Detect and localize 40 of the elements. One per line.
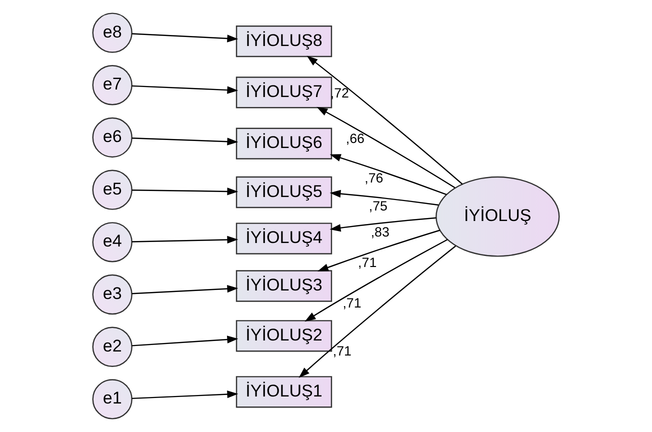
arrow [317, 230, 440, 272]
arrow [132, 336, 238, 346]
edge-label: ,75 [368, 198, 388, 214]
arrow [132, 138, 238, 146]
node-circle: e2 [92, 326, 132, 367]
node-circle: e6 [92, 117, 132, 158]
node-ellipse: İYİOLUŞ [436, 176, 560, 257]
edge-label: ,71 [358, 255, 377, 270]
node-circle: e8 [92, 12, 132, 53]
node-box: İYİOLUŞ4 [236, 222, 332, 254]
node-box: İYİOLUŞ7 [236, 76, 332, 108]
edge-label: ,83 [370, 224, 390, 240]
node-box: İYİOLUŞ8 [236, 25, 332, 58]
edge-label: ,76 [364, 170, 384, 186]
arrow [132, 284, 238, 294]
arrow [306, 56, 463, 185]
node-circle: e3 [92, 274, 132, 315]
arrow [132, 85, 238, 94]
node-circle: e7 [92, 65, 132, 106]
node-box: İYİOLUŞ1 [236, 376, 332, 408]
arrow [330, 154, 447, 196]
edge-label: ,66 [346, 130, 364, 146]
arrow [132, 188, 238, 196]
node-circle: e4 [92, 222, 132, 262]
arrow [132, 236, 238, 244]
node-box: İYİOLUŞ6 [236, 128, 332, 160]
node-box: İYİOLUŞ5 [236, 176, 332, 208]
node-box: İYİOLUŞ3 [236, 270, 332, 302]
arrow [132, 33, 238, 42]
arrow [330, 217, 436, 232]
edge-label: ,71 [332, 344, 352, 359]
edge-label: ,71 [342, 295, 362, 310]
arrow [298, 246, 456, 378]
node-box: İYİOLUŞ2 [236, 320, 332, 352]
arrow [304, 239, 448, 322]
node-circle: e5 [92, 170, 132, 210]
arrow [330, 190, 439, 206]
arrow [316, 106, 456, 188]
node-circle: e1 [92, 379, 132, 420]
arrow [132, 390, 238, 400]
